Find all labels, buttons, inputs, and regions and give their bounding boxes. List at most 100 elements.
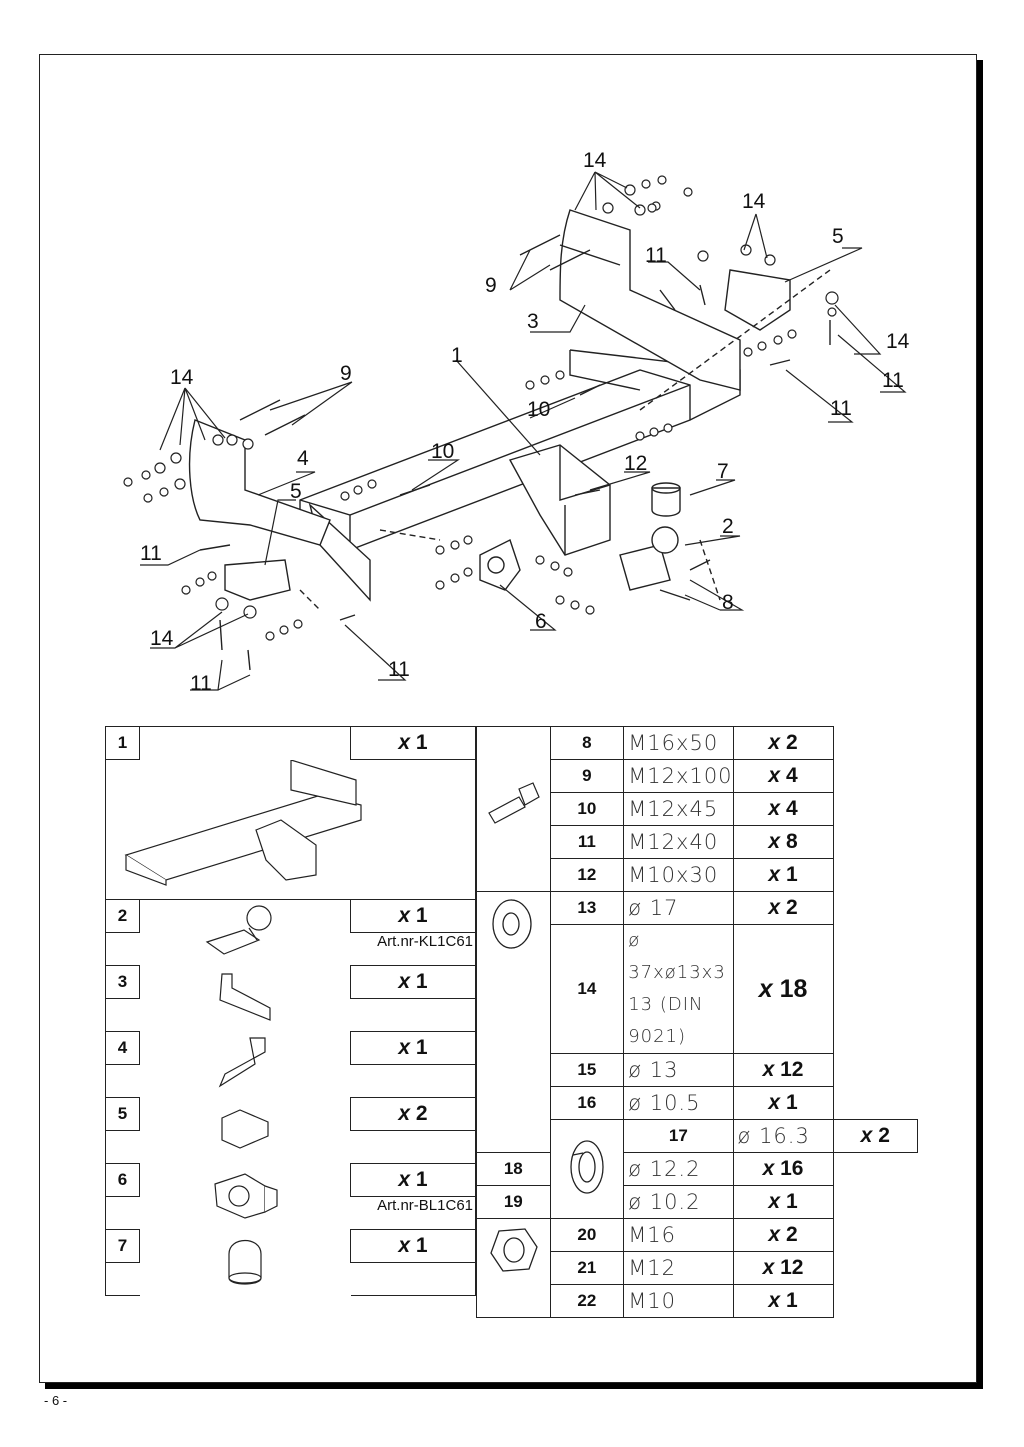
callout-5: 5 — [832, 225, 844, 248]
callout-1: 1 — [451, 344, 463, 367]
part-quantity: x 2 — [732, 726, 834, 760]
callout-2: 2 — [722, 515, 734, 538]
callout-14: 14 — [170, 366, 194, 389]
part-quantity: x 4 — [732, 792, 834, 826]
part-index: 18 — [476, 1152, 551, 1186]
callout-10: 10 — [527, 398, 550, 421]
part-index: 22 — [549, 1284, 625, 1318]
part-spec: M12x45 — [623, 792, 734, 826]
part-quantity: x 1 — [350, 965, 476, 999]
ball-cap-icon — [228, 1240, 262, 1285]
part-index: 10 — [549, 792, 625, 826]
part-quantity: x 1 — [732, 858, 834, 892]
part-spec: ø 10.5 — [623, 1086, 734, 1120]
hex-nut-icon — [490, 1228, 539, 1272]
callout-9: 9 — [485, 274, 497, 297]
part-index: 20 — [549, 1218, 625, 1252]
tow-ball-icon — [205, 905, 272, 955]
part-quantity: x 2 — [832, 1119, 919, 1153]
part-quantity: x 12 — [732, 1251, 834, 1285]
callout-11: 11 — [190, 672, 212, 695]
part-spec: M12x100 — [623, 759, 734, 793]
page-number: - 6 - — [44, 1393, 68, 1408]
parts-table-fasteners: 8 M16x50 x 2 9 M12x100 x 4 10 M12x45 x 4… — [476, 726, 919, 1318]
part-quantity: x 1 — [732, 1086, 834, 1120]
part-index: 15 — [549, 1053, 625, 1087]
callout-14: 14 — [886, 330, 910, 353]
part-quantity: x 4 — [732, 759, 834, 793]
part-index: 19 — [476, 1185, 551, 1219]
part-quantity: x 2 — [732, 891, 834, 925]
part-spec: M10x30 — [623, 858, 734, 892]
part-index: 14 — [549, 924, 625, 1054]
part-quantity: x 16 — [732, 1152, 834, 1186]
callout-9: 9 — [340, 362, 352, 385]
callout-12: 12 — [624, 452, 647, 475]
callout-11: 11 — [882, 369, 904, 392]
socket-plate-icon — [214, 1173, 278, 1219]
part-quantity: x 1 — [350, 1031, 476, 1065]
part-index: 13 — [549, 891, 625, 925]
part-index: 6 — [105, 1163, 140, 1197]
part-index: 16 — [549, 1086, 625, 1120]
part-quantity: x 12 — [732, 1053, 834, 1087]
part-index: 7 — [105, 1229, 140, 1263]
part-spec: ø 10.2 — [623, 1185, 734, 1219]
part-index: 4 — [105, 1031, 140, 1065]
part-index: 12 — [549, 858, 625, 892]
part-quantity: x 1 — [350, 726, 476, 760]
part-article-number: Art.nr-KL1C61 — [350, 932, 476, 966]
part-index: 1 — [105, 726, 140, 760]
bolt-icon — [488, 781, 541, 824]
parts-table-main: 1 x 1 2 x — [105, 726, 476, 1296]
callout-4: 4 — [297, 447, 309, 470]
spring-washer-icon — [570, 1139, 604, 1194]
callout-6: 6 — [535, 610, 547, 633]
part-quantity: x 18 — [732, 924, 834, 1054]
part-quantity: x 1 — [350, 1229, 476, 1263]
flat-washer-icon — [492, 899, 532, 949]
part-spec: ø 17 — [623, 891, 734, 925]
callout-11: 11 — [830, 397, 852, 420]
part-1-image-cell — [105, 759, 476, 900]
part-index: 9 — [549, 759, 625, 793]
part-quantity: x 1 — [732, 1185, 834, 1219]
spacer-bracket-icon — [221, 1109, 269, 1149]
callout-14: 14 — [150, 627, 174, 650]
part-quantity: x 1 — [350, 899, 476, 933]
exploded-assembly-diagram: 14 14 11 5 9 3 14 11 11 1 14 9 10 4 10 1… — [123, 149, 910, 695]
part-index: 8 — [549, 726, 625, 760]
tow-bar-frame-icon — [124, 759, 362, 886]
part-quantity: x 1 — [350, 1163, 476, 1197]
part-spec: ø 13 — [623, 1053, 734, 1087]
callout-14: 14 — [583, 149, 607, 172]
part-index: 17 — [623, 1119, 734, 1153]
part-spec: ø 16.3 — [732, 1119, 834, 1153]
callout-7: 7 — [717, 460, 729, 483]
part-index: 5 — [105, 1097, 140, 1131]
side-bracket-right-icon — [219, 973, 271, 1021]
part-quantity: x 8 — [732, 825, 834, 859]
part-spec: M10 — [623, 1284, 734, 1318]
callout-14: 14 — [742, 190, 766, 213]
part-article-number: Art.nr-BL1C61 — [350, 1196, 476, 1230]
part-spec: ø 12.2 — [623, 1152, 734, 1186]
callout-8: 8 — [722, 591, 734, 614]
part-spec: M16x50 — [623, 726, 734, 760]
callout-11: 11 — [388, 658, 410, 681]
part-spec: M16 — [623, 1218, 734, 1252]
part-index: 21 — [549, 1251, 625, 1285]
part-index: 11 — [549, 825, 625, 859]
callout-10: 10 — [431, 440, 454, 463]
part-quantity: x 2 — [350, 1097, 476, 1131]
callout-11: 11 — [140, 542, 162, 565]
part-spec: M12x40 — [623, 825, 734, 859]
part-index: 3 — [105, 965, 140, 999]
callout-11: 11 — [645, 244, 667, 267]
callout-5: 5 — [290, 480, 302, 503]
part-quantity: x 2 — [732, 1218, 834, 1252]
part-spec: M12 — [623, 1251, 734, 1285]
part-index: 2 — [105, 899, 140, 933]
part-quantity: x 1 — [732, 1284, 834, 1318]
